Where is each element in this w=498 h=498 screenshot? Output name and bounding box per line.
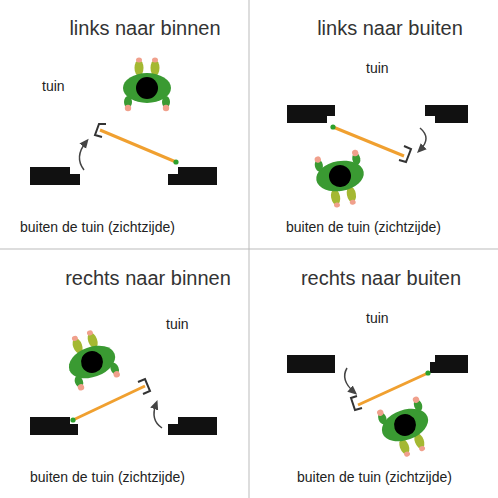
person	[123, 58, 171, 112]
wall	[30, 417, 78, 435]
door	[100, 130, 176, 162]
quadrant-1	[30, 58, 217, 186]
hinge	[330, 124, 335, 129]
person	[312, 149, 369, 210]
area-label: tuin	[42, 78, 65, 95]
quadrant-2	[287, 105, 468, 210]
handle	[399, 146, 411, 162]
swing-arrow	[345, 368, 354, 392]
area-label: tuin	[366, 60, 389, 77]
swing-arrow	[154, 404, 162, 428]
handle	[138, 379, 150, 394]
swing-arrow	[420, 128, 426, 150]
quadrant-3	[30, 325, 217, 435]
hinge	[425, 370, 430, 375]
wall	[168, 167, 217, 185]
quadrant-title: links naar binnen	[69, 16, 220, 40]
area-label: tuin	[366, 310, 389, 327]
door	[73, 386, 145, 420]
wall	[425, 105, 468, 123]
area-label: buiten de tuin (zichtzijde)	[286, 219, 441, 236]
hinge	[70, 417, 75, 422]
handle	[351, 396, 362, 410]
divider	[0, 249, 498, 250]
wall	[168, 417, 217, 435]
handle	[95, 124, 106, 137]
quadrant-title: rechts naar binnen	[65, 266, 231, 290]
wall	[287, 105, 335, 123]
quadrant-4	[287, 355, 468, 462]
person	[375, 395, 438, 462]
quadrant-title: rechts naar buiten	[301, 266, 461, 290]
wall	[430, 355, 468, 373]
door	[333, 127, 404, 156]
quadrant-title: links naar buiten	[317, 16, 463, 40]
area-label: buiten de tuin (zichtzijde)	[30, 469, 185, 486]
area-label: buiten de tuin (zichtzijde)	[297, 469, 452, 486]
person	[59, 325, 122, 392]
area-label: buiten de tuin (zichtzijde)	[20, 219, 175, 236]
wall	[30, 167, 80, 185]
wall	[287, 355, 335, 373]
swing-arrow	[79, 142, 86, 170]
area-label: tuin	[166, 316, 189, 333]
hinge	[173, 159, 178, 164]
